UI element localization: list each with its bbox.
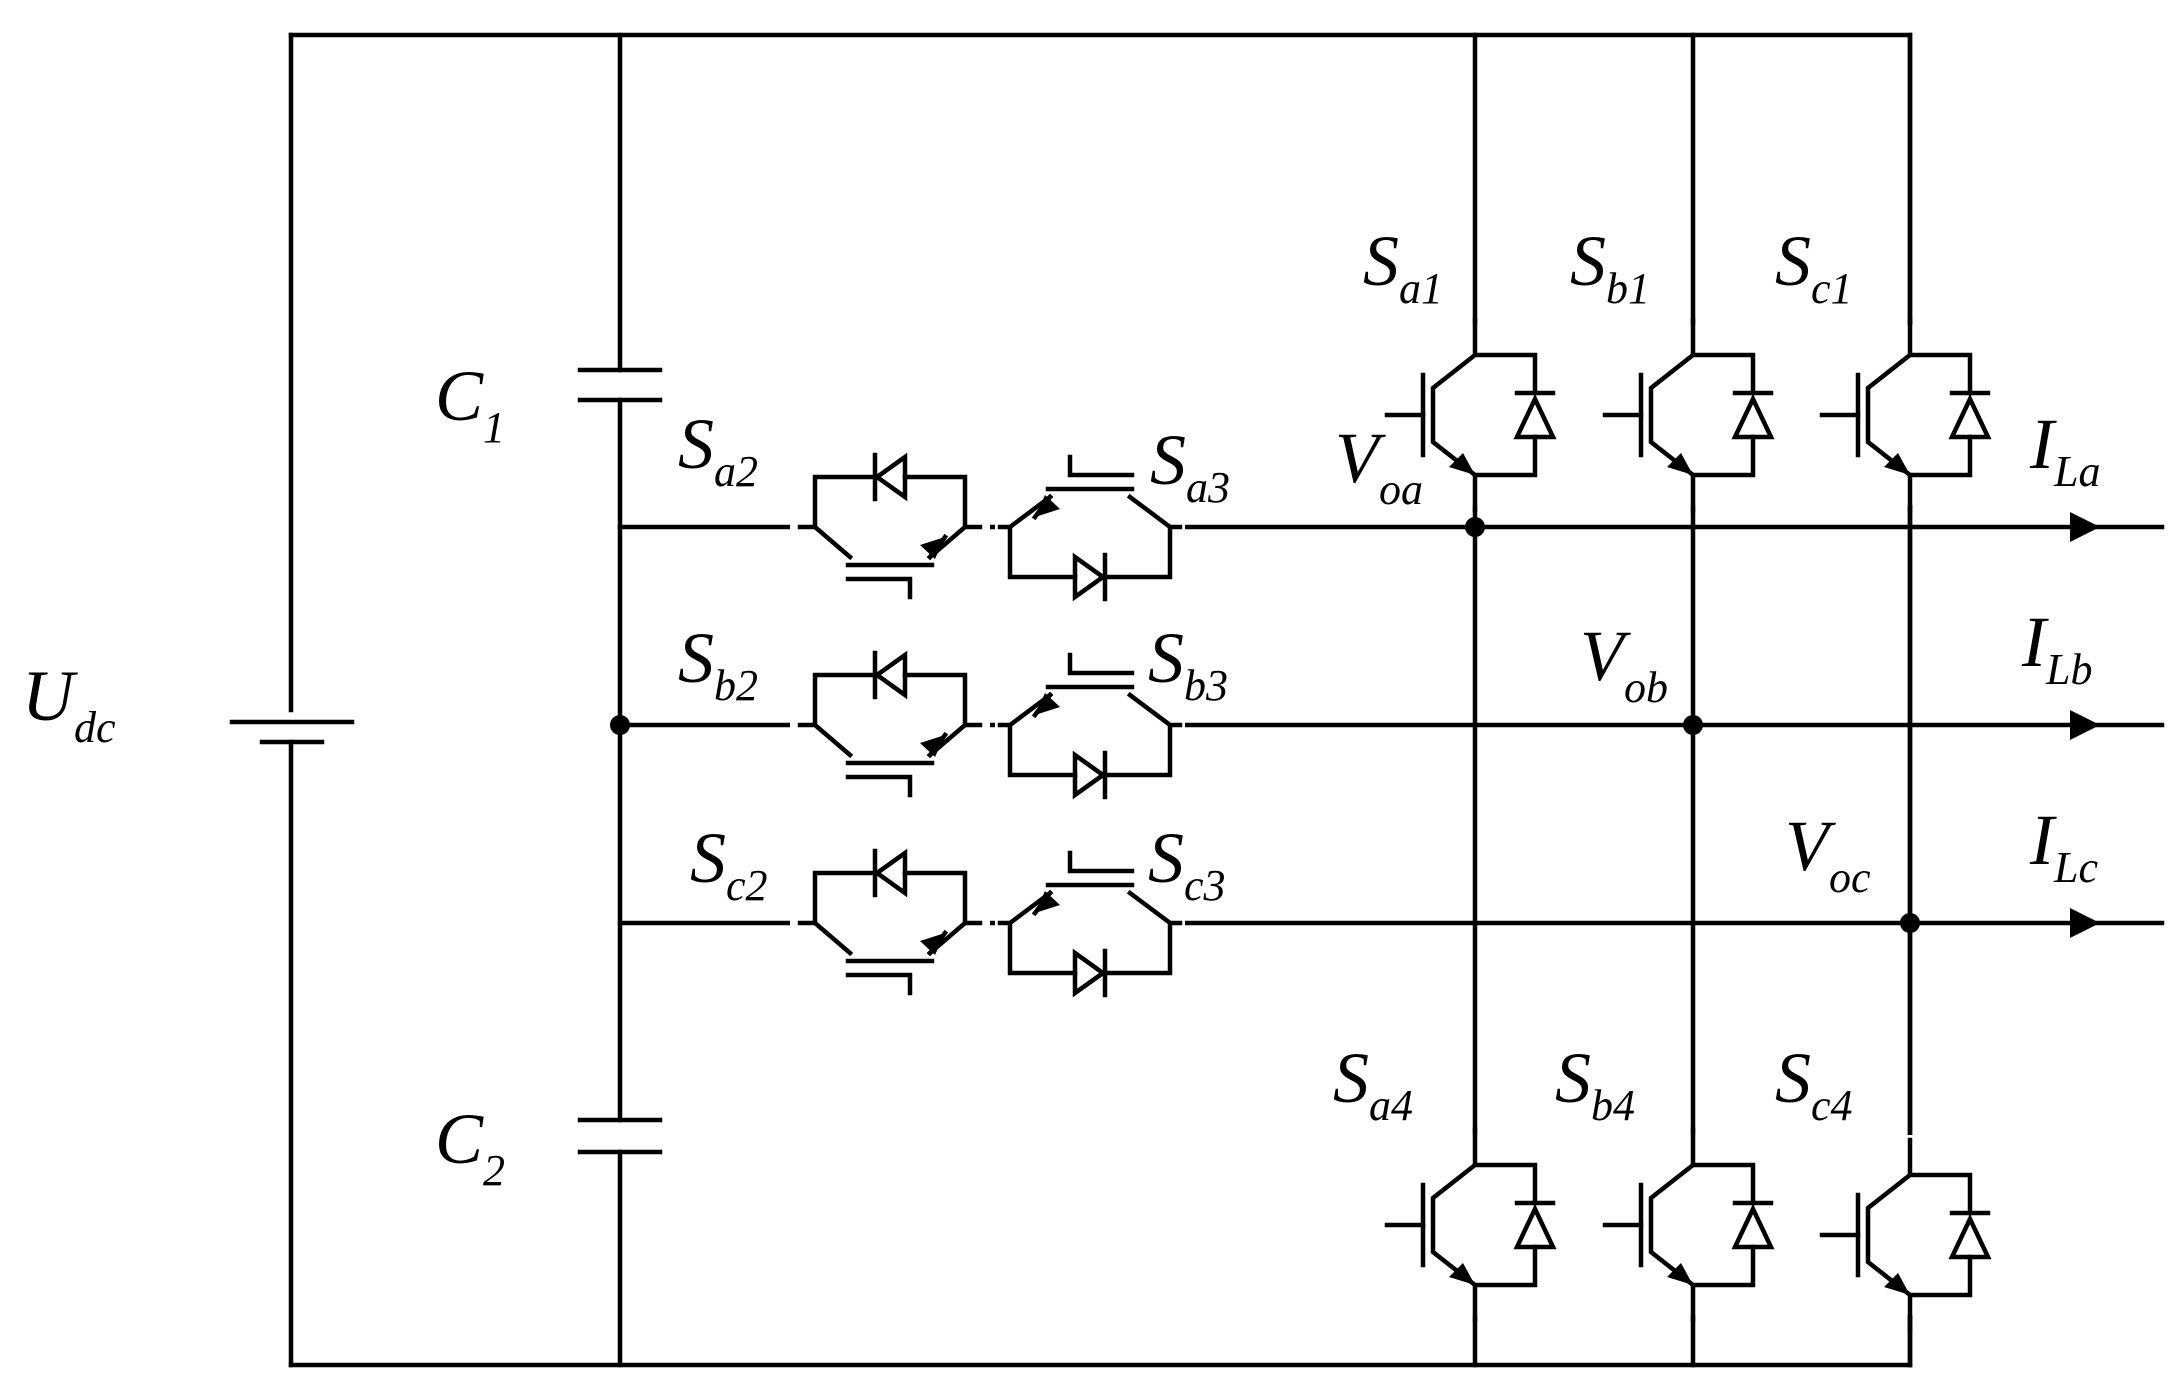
label-c1: C1	[435, 356, 505, 452]
label-sa3: Sa3	[1150, 420, 1230, 512]
label-sa1: Sa1	[1363, 221, 1443, 313]
label-sb2: Sb2	[678, 618, 758, 710]
junction-oa	[1465, 517, 1485, 537]
switch-sc1-symbol	[1815, 320, 1995, 510]
label-ilc: ILc	[2029, 800, 2098, 892]
switch-sc4-symbol	[1815, 1135, 1995, 1330]
switch-sb1-symbol	[1598, 320, 1778, 510]
junction-ob	[1683, 715, 1703, 735]
label-sc2: Sc2	[690, 818, 768, 910]
switch-sc2-symbol	[790, 843, 990, 1003]
junction-neutral	[610, 715, 630, 735]
label-sc3: Sc3	[1148, 818, 1226, 910]
switch-sa2-symbol	[790, 447, 990, 607]
label-vob: Vob	[1580, 616, 1668, 712]
current-arrow-a	[2070, 512, 2100, 542]
current-arrow-b	[2070, 710, 2100, 740]
switch-sa3-symbol	[995, 447, 1185, 607]
switch-sa4-symbol	[1380, 1130, 1560, 1320]
junction-oc	[1900, 913, 1920, 933]
label-c2: C2	[435, 1099, 505, 1195]
label-sa2: Sa2	[678, 404, 758, 496]
label-ilb: ILb	[2021, 602, 2092, 694]
capacitor-string	[577, 32, 663, 1368]
label-sa4: Sa4	[1333, 1038, 1413, 1130]
switch-sb3-symbol	[995, 645, 1185, 805]
switch-sa1-symbol	[1380, 320, 1560, 510]
current-arrow-c	[2070, 908, 2100, 938]
label-sb3: Sb3	[1148, 618, 1228, 710]
label-sb1: Sb1	[1570, 221, 1650, 313]
switch-sc3-symbol	[995, 843, 1185, 1003]
label-voa: Voa	[1335, 418, 1423, 514]
label-ila: ILa	[2029, 404, 2100, 496]
switch-sb4-symbol	[1598, 1130, 1778, 1320]
label-sc4: Sc4	[1775, 1038, 1853, 1130]
label-sc1: Sc1	[1775, 221, 1853, 313]
label-voc: Voc	[1785, 806, 1871, 902]
switch-sb2-symbol	[790, 645, 990, 805]
label-udc: Udc	[22, 656, 116, 752]
label-sb4: Sb4	[1555, 1038, 1635, 1130]
dc-source	[229, 32, 355, 1368]
